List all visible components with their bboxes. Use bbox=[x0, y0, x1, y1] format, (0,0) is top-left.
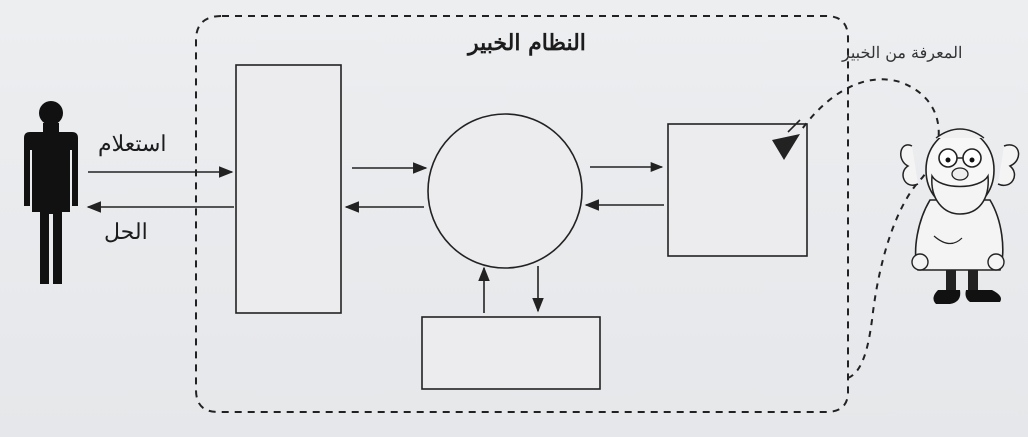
system-title: النظام الخبير bbox=[468, 30, 586, 56]
expert-knowledge-arrowhead bbox=[772, 134, 800, 160]
query-label: استعلام bbox=[98, 132, 167, 157]
user-icon bbox=[24, 101, 78, 284]
arrowhead-tick bbox=[787, 119, 801, 133]
system-boundary bbox=[195, 15, 849, 413]
interface-box bbox=[235, 64, 342, 314]
working-memory-box bbox=[421, 316, 601, 390]
expert-knowledge-curve bbox=[799, 78, 940, 379]
solution-label: الحل bbox=[104, 220, 148, 245]
expert-knowledge-label: المعرفة من الخبير bbox=[842, 43, 963, 62]
expert-icon bbox=[900, 128, 1020, 304]
inference-engine-circle bbox=[427, 113, 583, 269]
